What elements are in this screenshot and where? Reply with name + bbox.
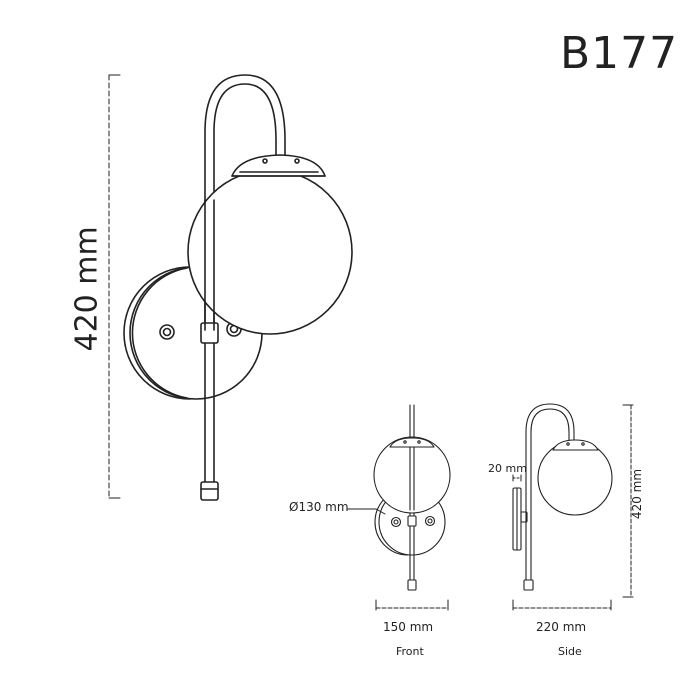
- front-view-caption: Front: [396, 645, 424, 658]
- main-lamp-drawing: [108, 74, 353, 501]
- globe-canopy: [231, 154, 326, 177]
- rod-end-cap: [200, 481, 219, 501]
- front-view-drawing: [347, 404, 451, 611]
- globe-diameter-label: Ø130 mm: [289, 500, 349, 514]
- side-width-label: 220 mm: [536, 620, 587, 634]
- front-width-label: 150 mm: [383, 620, 434, 634]
- model-code: B177: [560, 28, 679, 79]
- side-view-drawing: [512, 403, 634, 611]
- side-plate-depth-label: 20 mm: [488, 462, 527, 475]
- rod-collar: [200, 322, 219, 344]
- side-view-caption: Side: [558, 645, 582, 658]
- lamp-arm: [204, 74, 286, 489]
- main-height-dimension-line: [108, 74, 121, 499]
- main-height-label: 420 mm: [69, 226, 105, 352]
- globe-shade: [187, 169, 353, 335]
- side-height-label: 420 mm: [630, 468, 644, 520]
